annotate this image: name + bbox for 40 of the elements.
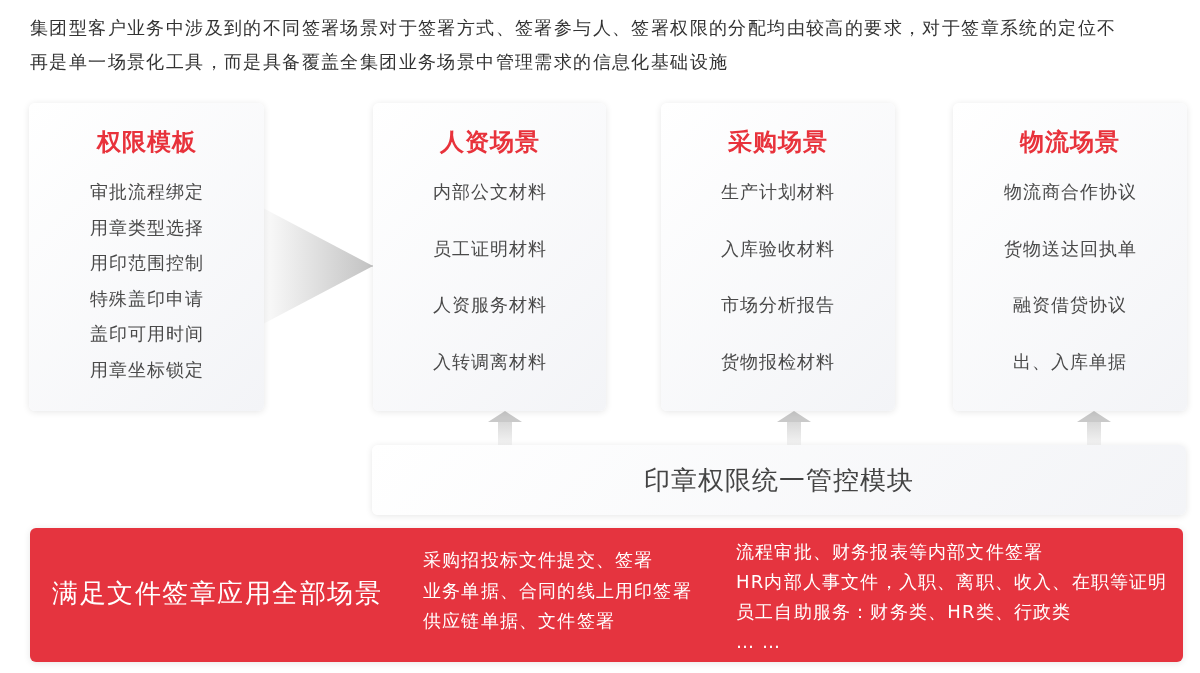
list-item: 用章类型选择 [88, 215, 205, 240]
list-item: 内部公文材料 [431, 180, 548, 204]
list-item: 用印范围控制 [88, 251, 205, 276]
list-item: 入转调离材料 [431, 349, 548, 374]
list-item: 人资服务材料 [431, 293, 548, 317]
list-item: 物流商合作协议 [1002, 180, 1138, 204]
list-item: 业务单据、合同的线上用印签署 [423, 578, 692, 603]
list-item: 出、入库单据 [1012, 349, 1128, 374]
list-item: 流程审批、财务报表等内部文件签署 [736, 540, 1044, 564]
block-arrow [1077, 411, 1111, 445]
block-arrow [777, 411, 811, 445]
banner-heading: 满足文件签章应用全部场景 [52, 580, 382, 606]
list-item: 审批流程绑定 [88, 180, 205, 204]
triangle-arrow [263, 208, 374, 324]
list-item: HR内部人事文件，入职、离职、收入、在职等证明 [736, 570, 1168, 594]
list-item: 货物报检材料 [720, 349, 836, 374]
list-item: 货物送达回执单 [1002, 236, 1138, 261]
list-item: 特殊盖印申请 [88, 286, 205, 311]
scenario-card [373, 103, 606, 411]
list-item: 生产计划材料 [720, 180, 836, 204]
list-item: 员工证明材料 [431, 236, 548, 261]
panel-title: 印章权限统一管控模块 [643, 467, 915, 493]
scenario-card [953, 103, 1187, 411]
block-arrow [488, 411, 522, 445]
intro-paragraph: 集团型客户业务中涉及到的不同签署场景对于签署方式、签署参与人、签署权限的分配均由较高的要求，对于签章系统的定位不再是单一场景化工具，而是具备覆盖全集团业务场景中管理需求的信息化基础设施 [30, 16, 1118, 74]
list-item: … … [736, 630, 782, 654]
list-item: 市场分析报告 [720, 293, 836, 317]
list-item: 融资借贷协议 [1012, 293, 1128, 317]
scenario-card [661, 103, 895, 411]
summary-banner [30, 528, 1183, 662]
card-heading: 人资场景 [438, 129, 541, 155]
list-item: 员工自助服务：财务类、HR类、行政类 [736, 600, 1072, 624]
list-item: 供应链单据、文件签署 [423, 609, 615, 633]
list-item: 采购招投标文件提交、签署 [423, 548, 654, 572]
card-heading: 物流场景 [1018, 129, 1121, 155]
list-item: 盖印可用时间 [88, 322, 205, 347]
list-item: 用章坐标锁定 [88, 358, 205, 382]
list-item: 入库验收材料 [720, 236, 836, 261]
card-heading: 权限模板 [95, 129, 198, 155]
card-heading: 采购场景 [727, 129, 829, 155]
